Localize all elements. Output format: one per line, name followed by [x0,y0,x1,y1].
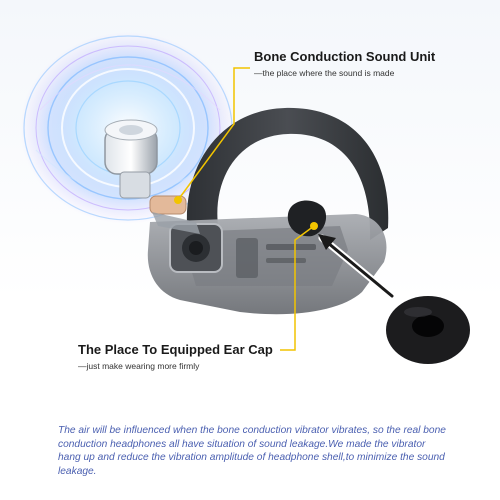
product-description: The air will be influenced when the bone… [58,425,446,477]
ear-cap-callout: The Place To Equipped Ear Cap —just make… [78,342,273,371]
ear-hook [186,107,389,250]
ear-cap-subtitle: —just make wearing more firmly [78,360,200,371]
sound-unit-subtitle: —the place where the sound is made [254,67,395,78]
sound-unit-callout: Bone Conduction Sound Unit —the place wh… [254,49,436,78]
ear-cap-title: The Place To Equipped Ear Cap [78,342,273,357]
sound-unit-title: Bone Conduction Sound Unit [254,49,436,64]
ear-cap [386,296,470,364]
pointer-arrow-icon [318,234,396,300]
earphone-illustration [20,32,470,364]
bone-conduction-sound-unit [104,119,200,234]
callout-lines [177,67,315,351]
